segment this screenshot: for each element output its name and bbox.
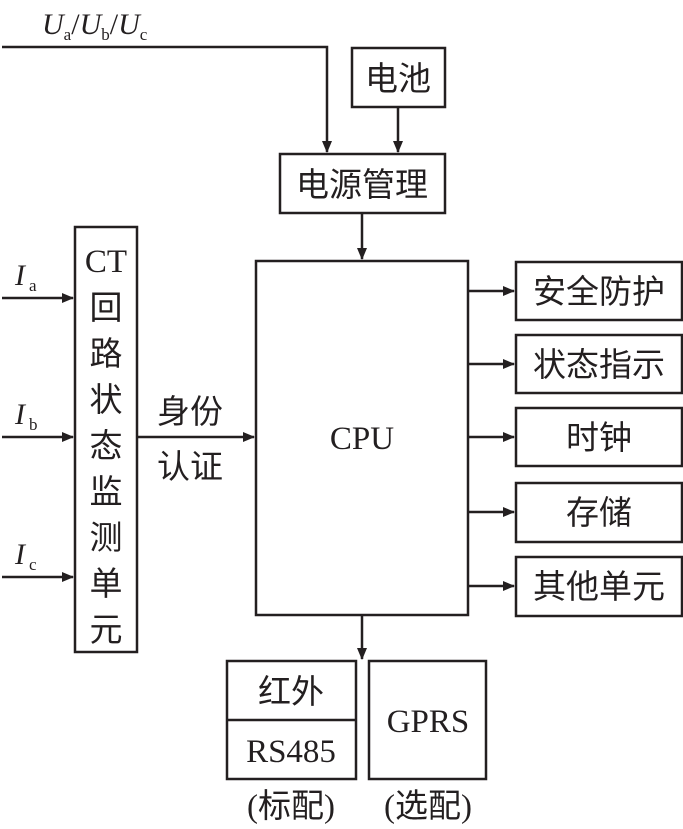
- security-protection-box: [514, 260, 683, 322]
- ct-monitoring-unit-box: [73, 225, 139, 654]
- other-units-box: [514, 555, 683, 618]
- battery-label: 电池: [365, 61, 431, 98]
- voltage-inputs-label: Ua/Ub/Uc: [42, 8, 148, 44]
- clock-box: [514, 406, 683, 468]
- ct-label-char: 单: [90, 567, 123, 603]
- ct-label-char: 监: [90, 474, 123, 511]
- other-units-label: 其他单元: [533, 569, 665, 606]
- ct-label-char: 态: [90, 428, 123, 465]
- optional-note: (选配): [384, 789, 472, 825]
- gprs-box: [367, 659, 488, 781]
- voltage-line-arrow: [2, 45, 332, 153]
- output-modules: 安全防护 状态指示 时钟 存储 其他单元: [468, 260, 683, 618]
- gprs-label: GPRS: [387, 704, 470, 740]
- status-indicator-box: [514, 333, 683, 395]
- cpu-label: CPU: [330, 421, 394, 457]
- ct-label-char: 测: [90, 521, 123, 557]
- ct-label-char: CT: [85, 244, 127, 280]
- ct-label-char: 回: [90, 291, 123, 327]
- storage-label: 存储: [566, 495, 632, 532]
- status-indicator-label: 状态指示: [533, 347, 665, 384]
- ct-label-char: 路: [90, 336, 123, 373]
- battery-box: [350, 46, 447, 109]
- cpu-box: [254, 259, 470, 617]
- storage-box: [514, 481, 683, 544]
- ct-monitoring-unit-label: CT 回 路 状 态 监 测 单 元: [85, 244, 127, 649]
- power-management-box: [278, 152, 447, 215]
- auth-label-line1: 身份: [157, 394, 223, 431]
- ct-label-char: 元: [90, 613, 123, 649]
- standard-note: (标配): [247, 788, 335, 825]
- clock-label: 时钟: [566, 420, 632, 457]
- infrared-label: 红外: [258, 674, 324, 711]
- security-protection-label: 安全防护: [533, 274, 665, 311]
- rs485-label: RS485: [246, 734, 336, 770]
- auth-label-line2: 认证: [157, 449, 223, 486]
- ct-label-char: 状: [90, 382, 123, 419]
- power-management-label: 电源管理: [296, 167, 428, 204]
